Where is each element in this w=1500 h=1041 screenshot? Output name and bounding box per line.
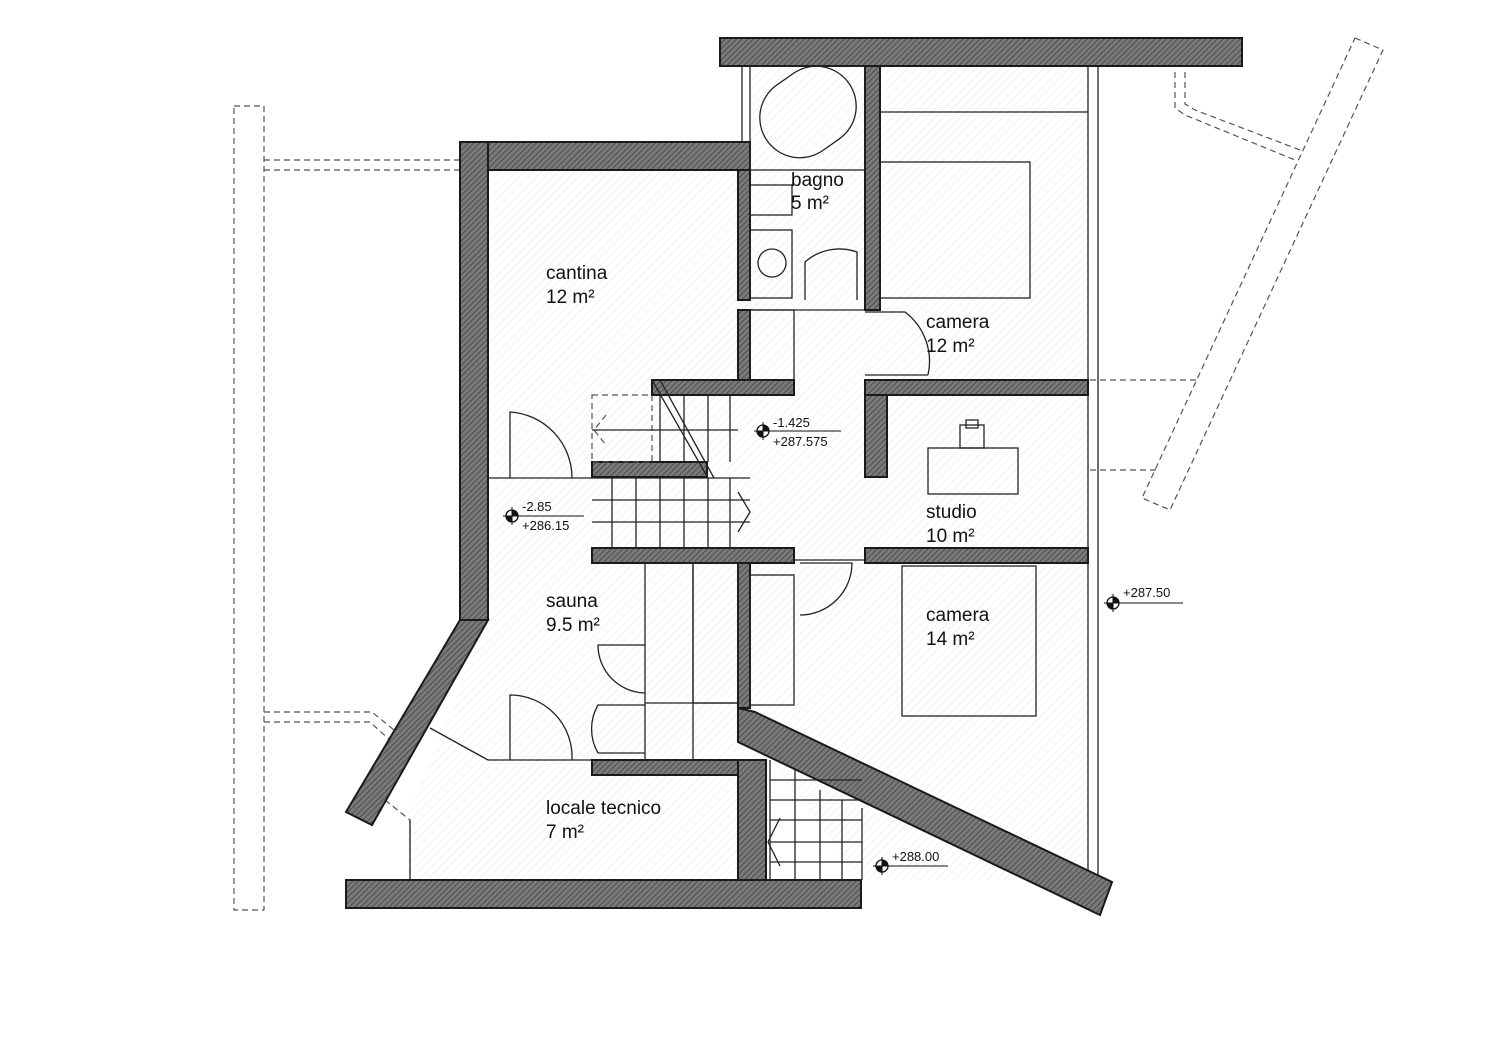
level-marker (754, 422, 841, 440)
level-value: +287.50 (1123, 585, 1170, 600)
room-area-sauna: 9.5 m² (546, 615, 600, 636)
level-value: -1.425 (773, 415, 810, 430)
staircase (591, 379, 863, 880)
room-area-studio: 10 m² (926, 526, 975, 547)
room-name-bagno: bagno (791, 170, 844, 191)
room-name-cantina: cantina (546, 263, 608, 284)
level-value: +288.00 (892, 849, 939, 864)
level-marker (503, 507, 584, 525)
doors (509, 248, 931, 761)
bed-icon (879, 161, 1031, 299)
room-name-locale-tecnico: locale tecnico (546, 798, 661, 819)
bed-icon (901, 565, 1037, 717)
level-value: -2.85 (522, 499, 552, 514)
level-value: +287.575 (773, 434, 828, 449)
furniture (749, 65, 1037, 717)
room-area-bagno: 5 m² (791, 193, 829, 214)
room-name-camera: camera (926, 312, 990, 333)
toilet-icon (749, 229, 793, 299)
level-marker (873, 857, 948, 875)
walls (344, 37, 1243, 917)
room-name-studio: studio (926, 502, 977, 523)
room-area-camera: 14 m² (926, 629, 975, 650)
room-area-cantina: 12 m² (546, 287, 595, 308)
chair-icon (959, 424, 985, 449)
site-context-dashed (233, 37, 1384, 911)
room-area-camera: 12 m² (926, 336, 975, 357)
room-area-locale-tecnico: 7 m² (546, 822, 584, 843)
floor-area (410, 66, 1090, 880)
room-name-camera: camera (926, 605, 990, 626)
sauna-benches (644, 562, 739, 761)
sink-icon (749, 184, 793, 216)
room-name-sauna: sauna (546, 591, 598, 612)
level-marker (1104, 594, 1183, 612)
level-value: +286.15 (522, 518, 569, 533)
